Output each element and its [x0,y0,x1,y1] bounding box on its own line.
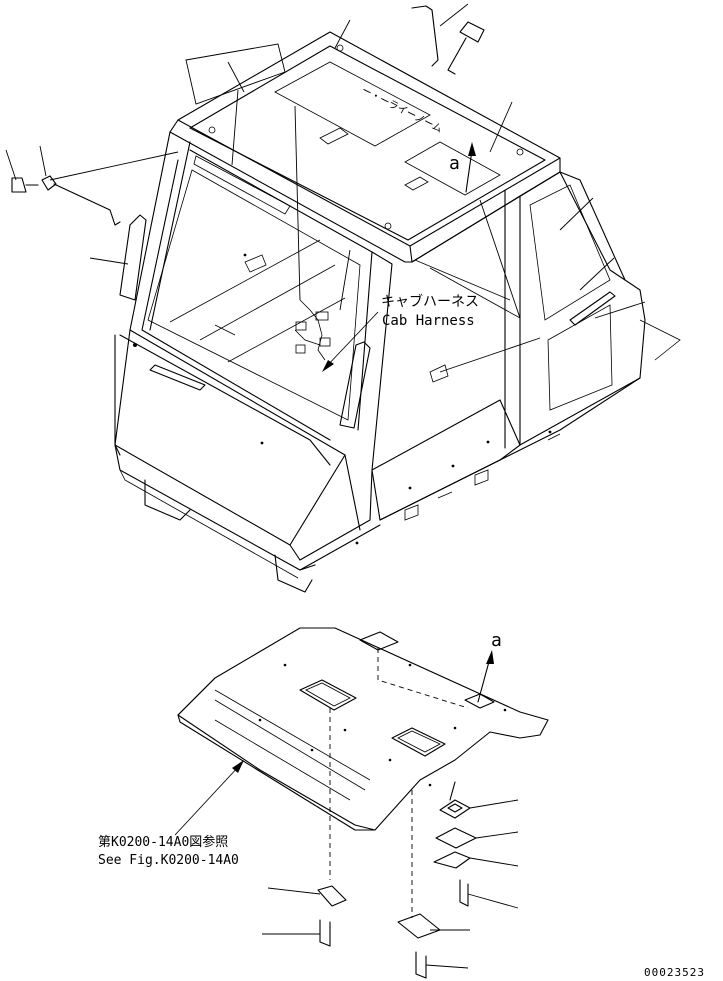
cab-frame [114,31,681,593]
harness-label-en: Cab Harness [382,313,475,329]
view-marker-floor: a [491,630,502,651]
view-marker-top: a [449,153,460,174]
reference-label-en: See Fig.K0200-14A0 [98,853,239,868]
floor-plate [177,627,549,918]
view-arrow-floor [477,650,494,703]
cab-leader-lines [5,3,646,373]
left-side-parts [11,175,121,226]
view-arrow-roof [465,142,476,193]
floor-fasteners [317,781,477,979]
harness-label-jp: キャブハーネス [381,294,479,310]
drawing-number: 00023523 [644,966,705,979]
reference-label-jp: 第K0200-14A0図参照 [98,835,229,850]
ref-leader [174,764,241,836]
harness-leader [324,311,379,369]
ref-arrowhead [232,760,244,773]
floor-leader-lines [262,799,519,969]
roof-bolt-parts [411,5,485,75]
harness-arrowhead [322,360,334,372]
